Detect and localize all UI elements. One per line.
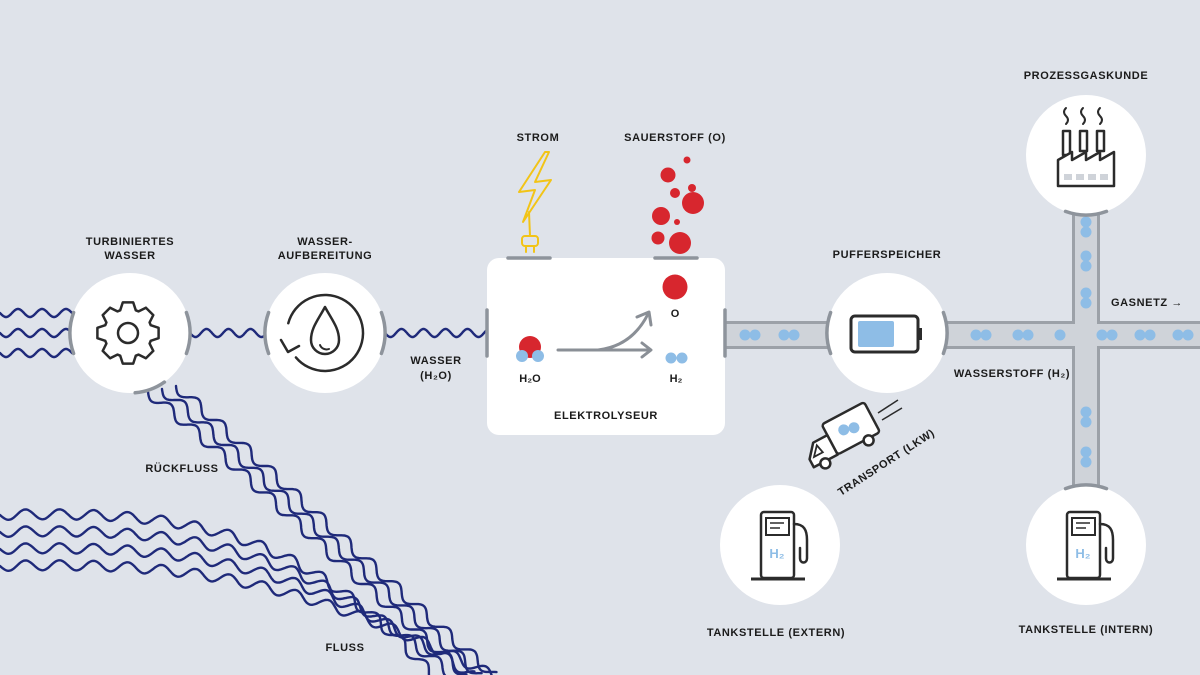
treatment-label-line1: WASSER- <box>297 236 353 248</box>
hydrogen-dot <box>1080 226 1092 238</box>
hydrogen-dot <box>1172 329 1184 341</box>
speed-lines <box>877 399 903 421</box>
pump-h2-text: H₂ <box>1075 546 1090 561</box>
hydrogen-dot <box>1080 416 1092 428</box>
hydrogen-dot <box>1080 250 1092 262</box>
water-wave-line <box>0 525 447 675</box>
station-external-node: H₂ <box>720 485 840 605</box>
water-wave-line <box>188 327 268 339</box>
station-internal-label: TANKSTELLE (INTERN) <box>1019 624 1154 636</box>
hydrogen-dot <box>1096 329 1108 341</box>
hydrogen-dot <box>1080 446 1092 458</box>
water-label-line2: (H₂O) <box>420 370 452 382</box>
lightning-plug-icon <box>518 151 552 253</box>
water-wave-line <box>0 307 74 319</box>
electrolyzer-box <box>485 256 727 435</box>
connector-tab <box>184 310 192 356</box>
connector-tab <box>1063 483 1109 491</box>
water-molecule <box>516 336 544 362</box>
power-label: STROM <box>517 132 560 144</box>
water-wave-line <box>383 327 489 339</box>
hydrogen-dot <box>788 329 800 341</box>
hydrogen-dot <box>1182 329 1194 341</box>
hydrogen-dot <box>1022 329 1034 341</box>
water-cycle-icon <box>279 293 365 373</box>
hydrogen-dot <box>1080 287 1092 299</box>
turbine-label-line1: TURBINIERTES <box>86 236 174 248</box>
water-wave-line <box>0 559 493 675</box>
turbine-label-line2: WASSER <box>104 250 155 262</box>
truck-icon <box>808 401 881 470</box>
connector-tabs <box>68 209 1109 491</box>
fuel-pump-icon: H₂ <box>751 510 809 581</box>
electrolyzer-label: ELEKTROLYSEUR <box>554 410 658 422</box>
oxygen-bubbles <box>651 156 704 254</box>
process-customer-label: PROZESSGASKUNDE <box>1024 70 1149 82</box>
oxygen-label: SAUERSTOFF (O) <box>624 132 726 144</box>
connector-tab <box>133 380 167 395</box>
water-wave-line <box>0 327 74 339</box>
gas-grid-label: GASNETZ → <box>1111 297 1183 309</box>
hydrogen-dot <box>739 329 751 341</box>
connector-tab <box>68 310 76 356</box>
hydrogen-dot <box>1144 329 1156 341</box>
hydrogen-dot <box>749 329 761 341</box>
water-treatment-node <box>265 273 385 393</box>
water-wave-line <box>0 542 476 674</box>
pump-h2-text: H₂ <box>769 546 784 561</box>
connector-tab <box>379 310 387 356</box>
hydrogen-dot <box>1080 297 1092 309</box>
water-lines <box>0 307 498 675</box>
return-flow-label: RÜCKFLUSS <box>145 462 218 475</box>
hydrogen-dot <box>1080 260 1092 272</box>
buffer-label: PUFFERSPEICHER <box>833 249 942 261</box>
connector-tab <box>941 310 949 356</box>
hydrogen-pipes <box>725 205 1200 490</box>
factory-icon <box>1056 107 1116 188</box>
o-label: O <box>671 308 680 320</box>
h2o-label: H₂O <box>519 373 541 385</box>
hydrogen-dot <box>1054 329 1066 341</box>
hydrogen-label: WASSERSTOFF (H₂) <box>954 368 1070 380</box>
connector-tab <box>825 310 833 356</box>
hydrogen-dot <box>1080 456 1092 468</box>
connector-tab <box>1063 209 1109 217</box>
hydrogen-dots <box>739 216 1194 468</box>
hydrogen-dot <box>1080 406 1092 418</box>
battery-icon <box>849 314 922 354</box>
buffer-node <box>827 273 947 393</box>
treatment-label-line2: AUFBEREITUNG <box>278 250 373 262</box>
hydrogen-dot <box>1080 216 1092 228</box>
gear-hub <box>116 321 140 345</box>
water-wave-line <box>160 387 483 675</box>
river-label: FLUSS <box>325 642 364 654</box>
hydrogen-dot <box>980 329 992 341</box>
hydrogen-dot <box>778 329 790 341</box>
process-customer-node <box>1026 95 1146 215</box>
water-wave-line <box>146 390 468 675</box>
water-wave-line <box>174 384 498 674</box>
water-wave-line <box>0 347 74 359</box>
hydrogen-molecule <box>665 352 688 364</box>
hydrogen-dot <box>1134 329 1146 341</box>
station-external-label: TANKSTELLE (EXTERN) <box>707 627 845 639</box>
split-arrow <box>556 310 653 359</box>
gear-icon <box>96 301 160 365</box>
fuel-pump-icon: H₂ <box>1057 510 1115 581</box>
hydrogen-dot <box>1106 329 1118 341</box>
water-label-line1: WASSER <box>410 355 461 367</box>
water-wave-line <box>0 508 431 675</box>
h2-label: H₂ <box>670 373 683 385</box>
station-internal-node: H₂ <box>1026 485 1146 605</box>
turbine-node <box>70 273 190 393</box>
connector-tab <box>263 310 271 356</box>
hydrogen-dot <box>1012 329 1024 341</box>
hydrogen-dot <box>970 329 982 341</box>
oxygen-atom <box>662 274 688 300</box>
